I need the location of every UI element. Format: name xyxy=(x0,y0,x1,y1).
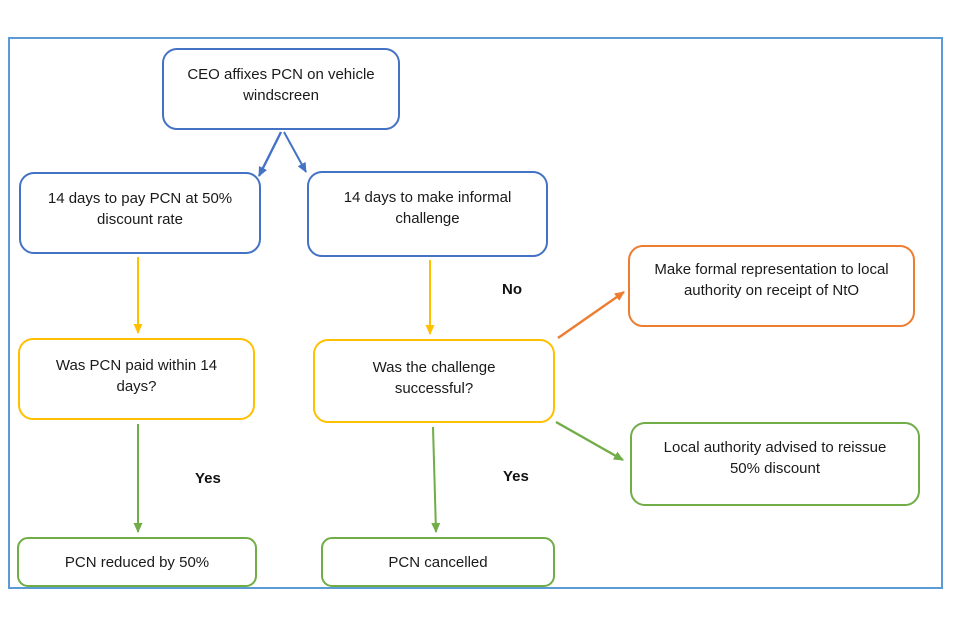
edge-label-yes-left: Yes xyxy=(195,470,221,487)
edge-label-yes-middle: Yes xyxy=(503,468,529,485)
node-label: Make formal representation to local auth… xyxy=(654,261,889,299)
node-local-authority-reissue: Local authority advised to reissue 50% d… xyxy=(630,422,920,506)
node-label: Was PCN paid within 14 days? xyxy=(55,357,218,395)
node-pcn-reduced: PCN reduced by 50% xyxy=(17,537,257,587)
node-was-pcn-paid-question: Was PCN paid within 14 days? xyxy=(18,338,255,420)
node-was-challenge-successful-question: Was the challenge successful? xyxy=(313,339,555,423)
node-label: PCN cancelled xyxy=(388,553,488,571)
node-make-formal-representation: Make formal representation to local auth… xyxy=(628,245,915,327)
node-14-days-informal-challenge: 14 days to make informal challenge xyxy=(307,171,548,257)
node-label: 14 days to pay PCN at 50% discount rate xyxy=(47,190,233,228)
diagram-border xyxy=(8,37,943,589)
node-label: Local authority advised to reissue 50% d… xyxy=(663,439,887,477)
node-label: CEO affixes PCN on vehicle windscreen xyxy=(187,66,375,104)
node-ceo-affixes-pcn: CEO affixes PCN on vehicle windscreen xyxy=(162,48,400,130)
node-label: PCN reduced by 50% xyxy=(64,553,210,571)
node-label: Was the challenge successful? xyxy=(372,359,496,397)
node-pcn-cancelled: PCN cancelled xyxy=(321,537,555,587)
node-label: 14 days to make informal challenge xyxy=(343,189,512,227)
node-14-days-pay: 14 days to pay PCN at 50% discount rate xyxy=(19,172,261,254)
edge-label-no: No xyxy=(502,281,522,298)
